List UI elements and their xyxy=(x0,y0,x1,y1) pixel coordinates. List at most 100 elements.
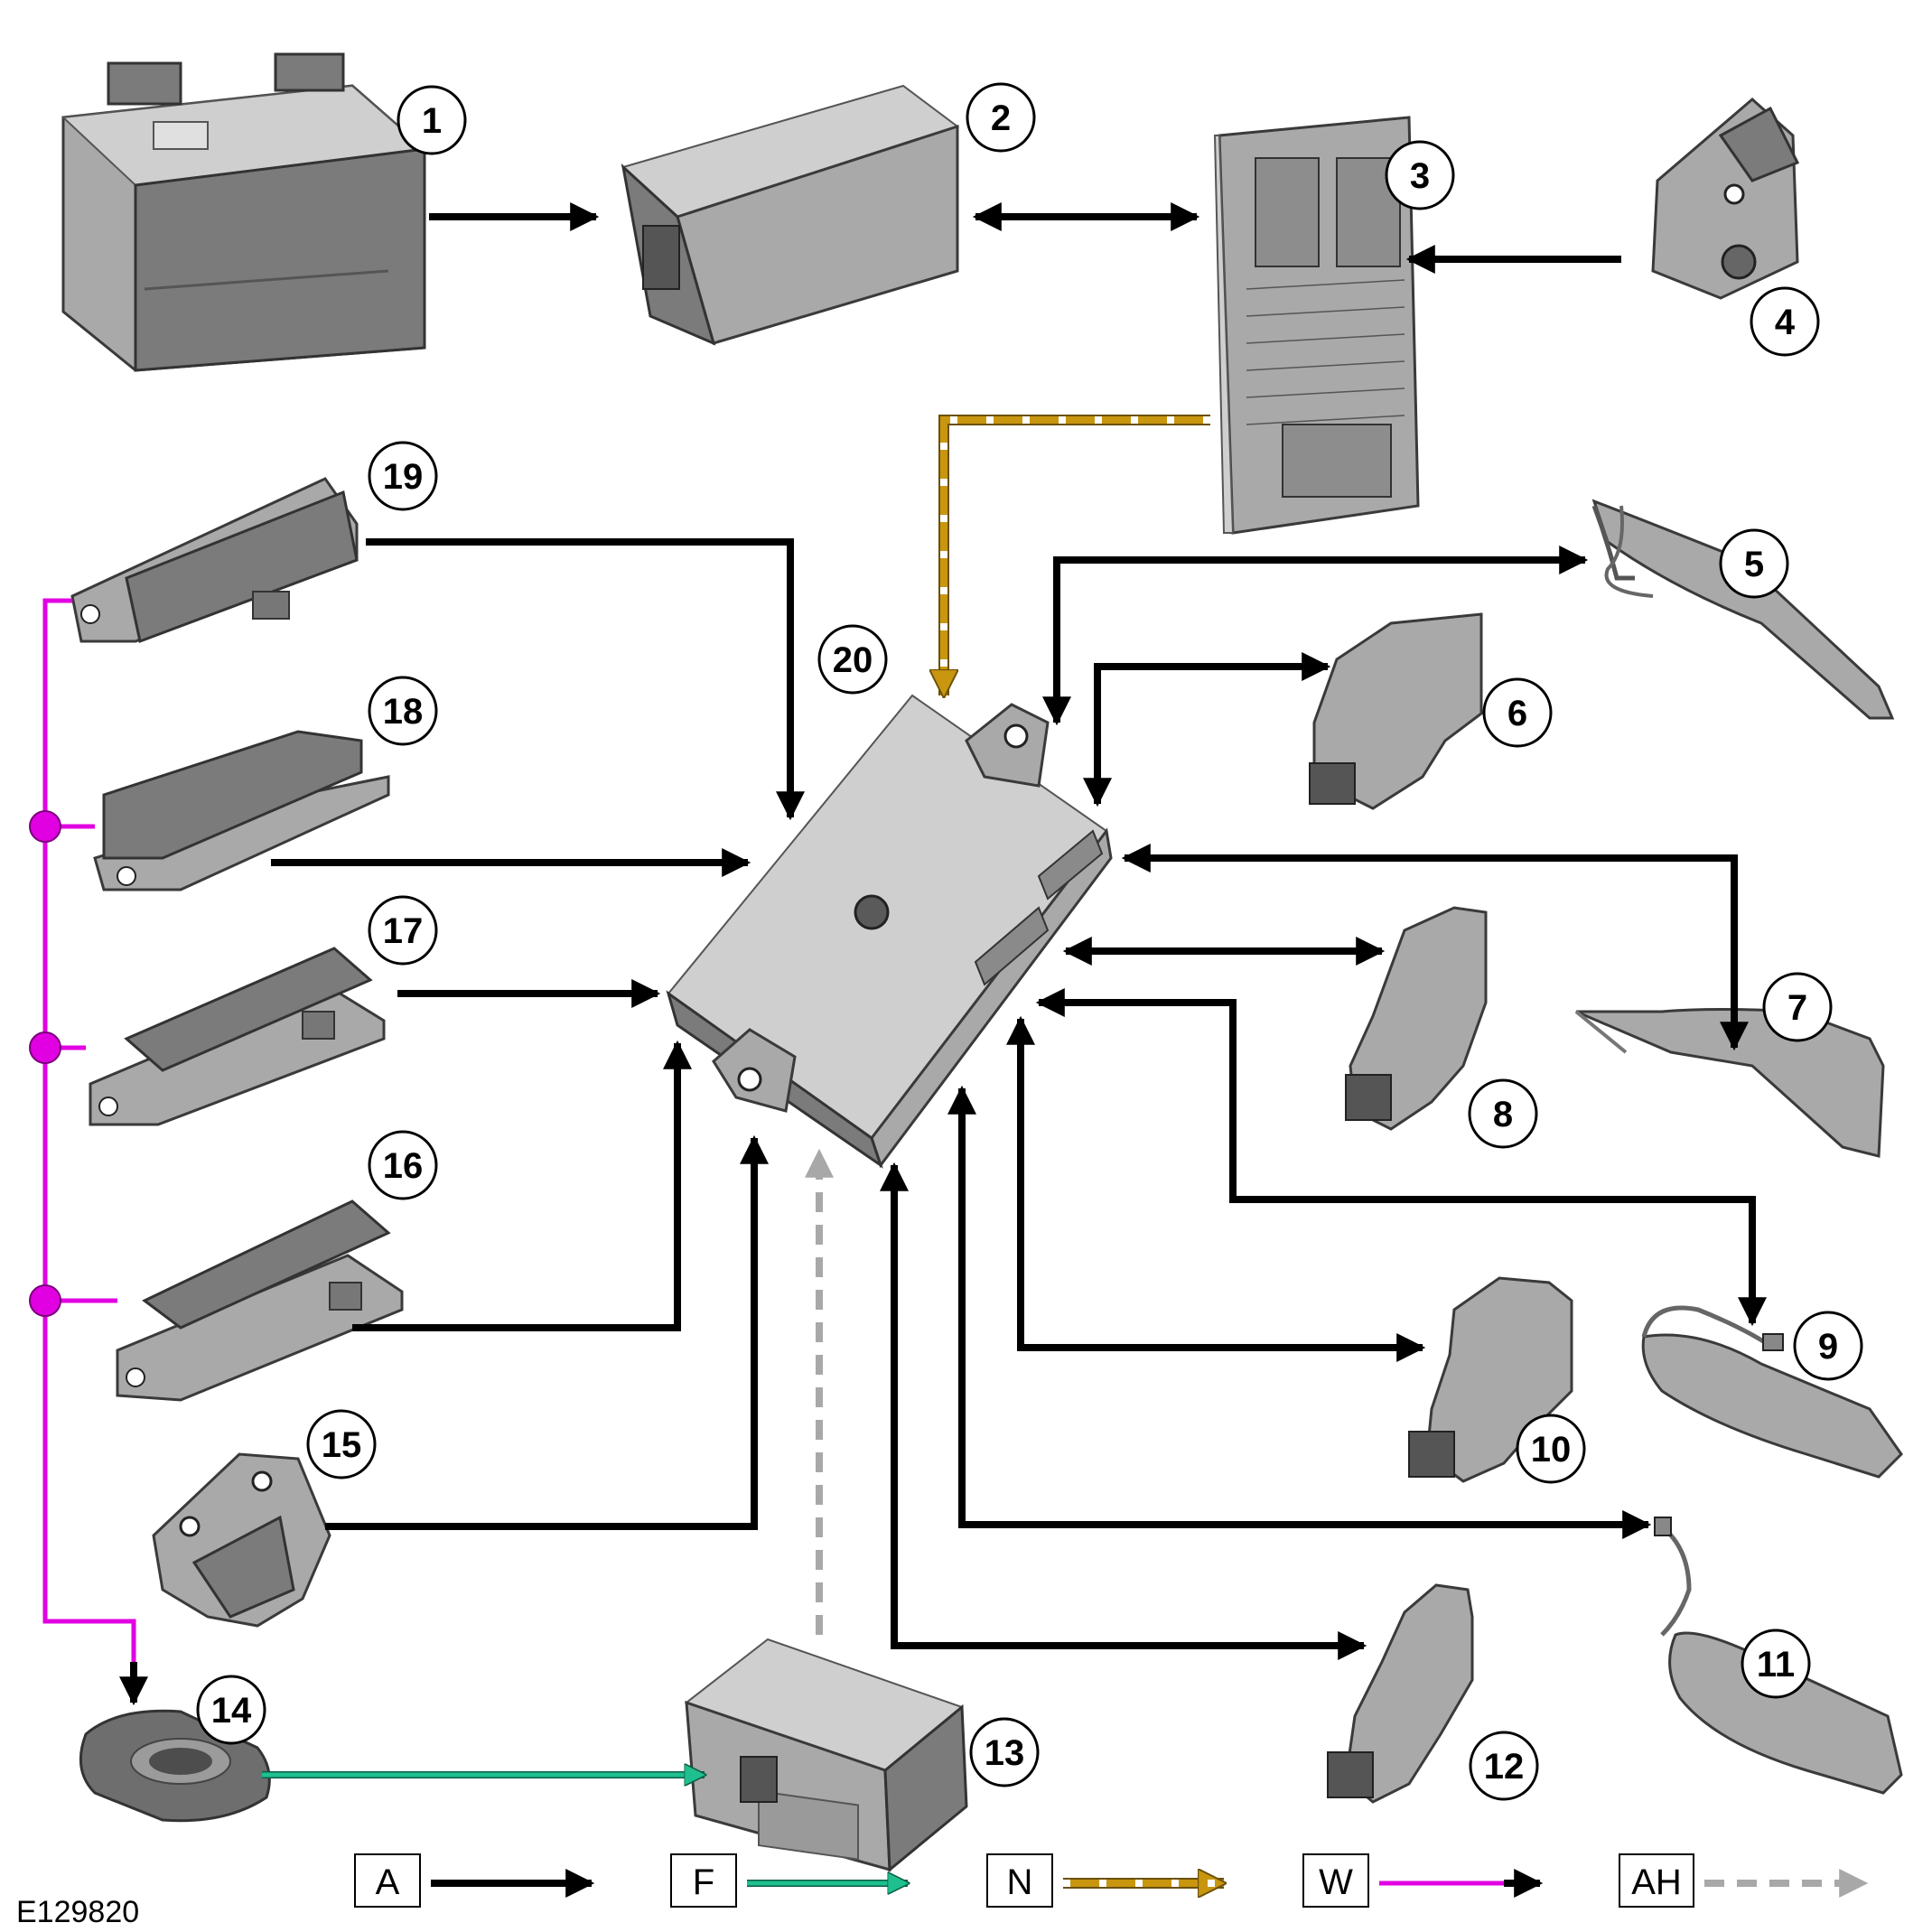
legend-item-w: W xyxy=(1302,1853,1544,1908)
connector-19-20 xyxy=(366,538,805,821)
connector-20-6 xyxy=(1083,652,1331,807)
callout-number: 9 xyxy=(1818,1327,1838,1367)
callout-20: 20 xyxy=(817,624,888,695)
callout-number: 4 xyxy=(1775,303,1796,342)
callout-circle xyxy=(1482,677,1553,748)
door-handle-icon xyxy=(1641,1305,1903,1479)
callout-circle xyxy=(368,895,438,966)
antenna-icon xyxy=(93,730,390,891)
callout-number: 13 xyxy=(985,1733,1025,1773)
callout-5: 5 xyxy=(1719,528,1789,599)
callout-14: 14 xyxy=(196,1675,266,1745)
callout-3: 3 xyxy=(1385,140,1455,210)
door-latch-icon xyxy=(1345,906,1488,1131)
callout-13: 13 xyxy=(969,1717,1040,1787)
legend-key-label: N xyxy=(1007,1862,1033,1902)
callout-number: 2 xyxy=(991,98,1011,138)
antenna-icon xyxy=(89,947,386,1126)
legend-key-box xyxy=(986,1853,1053,1908)
connector-16-20 xyxy=(352,1040,692,1331)
callout-number: 12 xyxy=(1484,1747,1525,1787)
callout-12: 12 xyxy=(1469,1731,1539,1801)
callout-circle xyxy=(397,85,467,155)
callout-number: 10 xyxy=(1531,1430,1572,1470)
connector-bus-w xyxy=(29,598,136,1671)
door-handle-icon xyxy=(1654,1517,1903,1795)
callout-1: 1 xyxy=(397,85,467,155)
callout-circle xyxy=(817,624,888,695)
callout-number: 6 xyxy=(1507,694,1527,733)
callout-10: 10 xyxy=(1516,1414,1586,1484)
door-latch-icon xyxy=(1327,1583,1474,1804)
legend-item-n: N xyxy=(986,1853,1224,1908)
legend-key-box xyxy=(354,1853,421,1908)
callout-15: 15 xyxy=(306,1409,377,1479)
callout-16: 16 xyxy=(368,1130,438,1200)
callout-circle xyxy=(969,1717,1040,1787)
callout-17: 17 xyxy=(368,895,438,966)
connector-3-20 xyxy=(944,415,1210,695)
callout-number: 15 xyxy=(322,1425,362,1465)
door-latch-icon xyxy=(1309,612,1483,810)
legend-key-label: A xyxy=(376,1862,400,1902)
callout-circle xyxy=(1741,1629,1811,1699)
callout-9: 9 xyxy=(1793,1311,1863,1381)
control-module-icon xyxy=(666,694,1113,1169)
callout-4: 4 xyxy=(1750,286,1820,357)
legend-key-label: W xyxy=(1319,1862,1353,1902)
connector-15-20 xyxy=(325,1134,769,1530)
callout-circle xyxy=(368,441,438,511)
connector-20-7 xyxy=(1121,844,1749,1051)
legend-key-label: AH xyxy=(1631,1862,1682,1902)
callout-circle xyxy=(368,676,438,746)
callout-circle xyxy=(1762,972,1833,1042)
central-junction-box-icon xyxy=(1213,116,1420,535)
callout-7: 7 xyxy=(1762,972,1833,1042)
callout-number: 16 xyxy=(383,1146,424,1186)
callout-number: 1 xyxy=(422,101,442,141)
callout-number: 18 xyxy=(383,692,424,732)
callout-8: 8 xyxy=(1468,1078,1538,1149)
callout-circle xyxy=(1469,1731,1539,1801)
callout-circle xyxy=(306,1409,377,1479)
callout-number: 19 xyxy=(383,457,424,497)
legend-key-box xyxy=(1302,1853,1369,1908)
callout-number: 8 xyxy=(1493,1095,1513,1134)
callout-circle xyxy=(1793,1311,1863,1381)
callout-circle xyxy=(1385,140,1455,210)
legend-item-ah: AH xyxy=(1619,1853,1869,1908)
callout-number: 14 xyxy=(211,1691,252,1731)
door-handle-icon xyxy=(1591,499,1895,720)
callout-number: 3 xyxy=(1410,156,1430,196)
callout-18: 18 xyxy=(368,676,438,746)
callout-circle xyxy=(1516,1414,1586,1484)
callout-circle xyxy=(1719,528,1789,599)
connector-20-12 xyxy=(880,1162,1367,1660)
antenna-icon xyxy=(70,477,359,644)
callout-number: 5 xyxy=(1744,545,1764,584)
callout-number: 17 xyxy=(383,911,424,951)
legend-key-box xyxy=(670,1853,737,1908)
legend-item-a: A xyxy=(354,1853,595,1908)
callout-circle xyxy=(1750,286,1820,357)
figure-id: E129820 xyxy=(16,1895,139,1929)
battery-junction-box-icon xyxy=(621,84,960,346)
legend-key-label: F xyxy=(693,1862,714,1902)
callout-number: 7 xyxy=(1787,988,1807,1028)
callout-11: 11 xyxy=(1741,1629,1811,1699)
callout-19: 19 xyxy=(368,441,438,511)
callout-2: 2 xyxy=(966,82,1036,153)
antenna-icon xyxy=(116,1199,404,1402)
latch-actuator-icon xyxy=(1651,98,1800,300)
legend-key-box xyxy=(1619,1853,1694,1908)
callout-circle xyxy=(368,1130,438,1200)
callout-6: 6 xyxy=(1482,677,1553,748)
line-type-legend: A F N W AH xyxy=(354,1853,1869,1908)
callout-circle xyxy=(196,1675,266,1745)
connector-20-5 xyxy=(1042,546,1589,726)
callout-number: 20 xyxy=(833,640,873,680)
battery-icon xyxy=(61,52,427,372)
legend-item-f: F xyxy=(670,1853,908,1908)
